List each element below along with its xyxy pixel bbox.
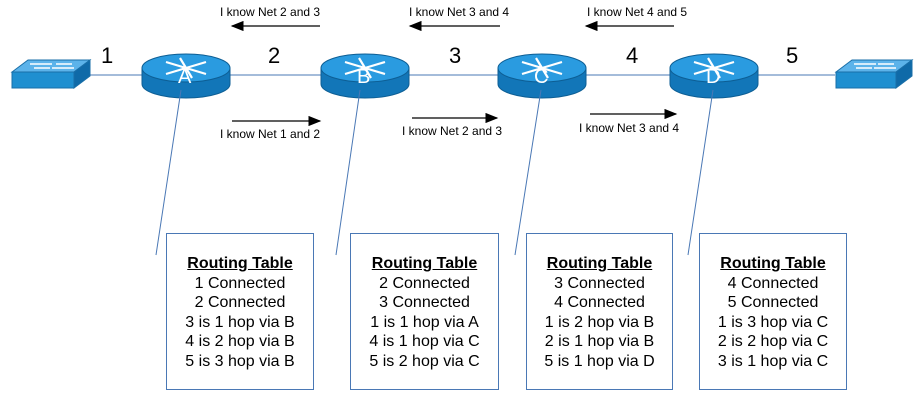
routing-entry: 3 Connected [554, 274, 645, 292]
routing-table-title: Routing Table [546, 255, 653, 272]
net-label-2: 2 [268, 43, 281, 68]
routing-table-b: Routing Table 2 Connected 3 Connected 1 … [350, 233, 499, 390]
advert-right-2: I know Net 2 and 3 [402, 124, 503, 138]
advert-left-3: I know Net 4 and 5 [587, 5, 688, 19]
routing-table-title: Routing Table [371, 255, 478, 272]
net-label-3: 3 [449, 43, 462, 68]
connector-c [514, 89, 542, 256]
routing-table-d: Routing Table 4 Connected 5 Connected 1 … [699, 233, 847, 390]
advert-right-3: I know Net 3 and 4 [579, 121, 680, 135]
routing-entry: 5 is 2 hop via C [369, 352, 480, 370]
advert-left-2: I know Net 3 and 4 [409, 5, 510, 19]
routing-entry: 2 is 1 hop via B [544, 333, 655, 351]
net-label-1: 1 [101, 43, 114, 68]
routing-entry: 5 is 1 hop via D [544, 352, 655, 370]
routing-entry: 1 is 1 hop via A [370, 313, 479, 331]
routing-entry: 2 Connected [194, 294, 286, 312]
routing-table-title: Routing Table [720, 255, 826, 272]
router-a-label: A [178, 66, 192, 88]
routing-entry: 2 is 2 hop via C [717, 333, 829, 351]
routing-entry: 5 Connected [727, 294, 819, 312]
routing-table-title: Routing Table [187, 255, 293, 272]
connector-b [335, 89, 361, 256]
router-c-label: C [534, 66, 549, 88]
routing-entry: 3 is 1 hop via C [717, 352, 829, 370]
net-label-5: 5 [786, 43, 799, 68]
connector-d [687, 89, 714, 256]
routing-entry: 4 is 2 hop via B [185, 333, 295, 351]
routing-table-a: Routing Table 1 Connected 2 Connected 3 … [166, 233, 314, 390]
routing-entry: 1 is 3 hop via C [717, 313, 829, 331]
switch-right-icon [834, 59, 914, 89]
advert-left-1: I know Net 2 and 3 [220, 5, 321, 19]
router-b-icon [320, 53, 410, 99]
routing-entry: 3 is 1 hop via B [185, 313, 295, 331]
routing-entry: 1 is 2 hop via B [544, 313, 655, 331]
router-b-label: B [357, 66, 371, 88]
router-a-icon [141, 53, 231, 99]
router-d-label: D [706, 66, 721, 88]
routing-entry: 4 Connected [727, 274, 819, 292]
net-label-4: 4 [626, 43, 639, 68]
routing-entry: 5 is 3 hop via B [185, 352, 295, 370]
routing-entry: 4 is 1 hop via C [369, 333, 480, 351]
routing-entry: 3 Connected [379, 294, 470, 312]
connector-a [155, 89, 182, 256]
router-c-icon [497, 53, 587, 99]
switch-left-icon [10, 59, 92, 89]
router-d-icon [669, 53, 759, 99]
routing-table-c: Routing Table 3 Connected 4 Connected 1 … [526, 233, 673, 390]
routing-entry: 1 Connected [194, 274, 286, 292]
advert-right-1: I know Net 1 and 2 [220, 127, 321, 141]
routing-entry: 4 Connected [554, 294, 645, 312]
routing-entry: 2 Connected [379, 274, 470, 292]
